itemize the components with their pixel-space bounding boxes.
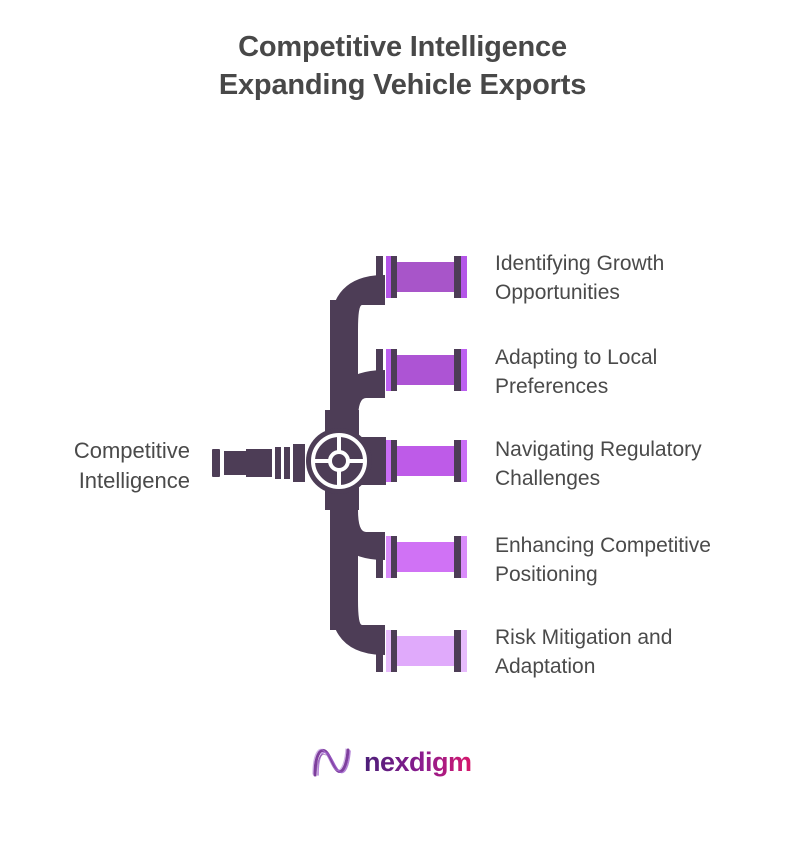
- inlet-flange-a: [275, 447, 281, 479]
- branch-label-4-line-1: Enhancing Competitive: [495, 534, 711, 557]
- branch-4-body: [397, 542, 454, 572]
- branch-2-flange-dark-a: [376, 349, 383, 391]
- branch-label-1-line-1: Identifying Growth: [495, 252, 665, 275]
- inlet-flange-b: [284, 447, 290, 479]
- branch-3-flange-dark-c: [454, 440, 461, 482]
- source-label-line-2: Intelligence: [78, 468, 190, 493]
- branch-label-2-line-1: Adapting to Local: [495, 346, 658, 369]
- source-label: Competitive Intelligence: [10, 436, 190, 496]
- branch-1-body: [397, 262, 454, 292]
- branch-1-flange-dark-a: [376, 256, 383, 298]
- branch-label-2: Adapting to Local Preferences: [495, 343, 795, 401]
- branch-4-flange-dark-c: [454, 536, 461, 578]
- branch-3-body: [397, 446, 454, 476]
- nexdigm-n-wave-mark-icon: [311, 748, 351, 777]
- branch-2-flange-light-b: [461, 349, 467, 391]
- branch-label-5: Risk Mitigation and Adaptation: [495, 623, 795, 681]
- branch-4-flange-light-a: [386, 536, 391, 578]
- inlet-end-cap: [212, 449, 220, 477]
- branch-label-2-line-2: Preferences: [495, 375, 609, 398]
- branch-5-flange-light-b: [461, 630, 467, 672]
- branch-1-flange-light-b: [461, 256, 467, 298]
- branch-label-3: Navigating Regulatory Challenges: [495, 435, 795, 493]
- branch-label-3-line-2: Challenges: [495, 467, 601, 490]
- branch-5-body: [397, 636, 454, 666]
- valve-outer-ring: [311, 433, 367, 489]
- nexdigm-wordmark: nexdigm: [364, 747, 472, 777]
- brand-logo: nexdigm: [0, 742, 805, 782]
- branch-pipe-2: [376, 349, 467, 391]
- branch-4-flange-dark-a: [376, 536, 383, 578]
- branch-label-4-line-2: Positioning: [495, 563, 598, 586]
- branch-3-flange-dark-a: [376, 440, 383, 482]
- page-title-line-1: Competitive Intelligence: [238, 31, 567, 63]
- nexdigm-wordmark-text: nexdigm: [364, 747, 472, 777]
- branch-4-flange-light-b: [461, 536, 467, 578]
- branch-pipe-1: [376, 256, 467, 298]
- branch-3-flange-dark-b: [391, 440, 397, 482]
- branch-5-flange-dark-b: [391, 630, 397, 672]
- valve-hub: [328, 450, 350, 472]
- branch-5-flange-light-a: [386, 630, 391, 672]
- inlet-pipe-body-2: [246, 449, 272, 477]
- branch-label-4: Enhancing Competitive Positioning: [495, 531, 795, 589]
- branch-5-flange-dark-c: [454, 630, 461, 672]
- branch-2-flange-dark-c: [454, 349, 461, 391]
- page-title-line-2: Expanding Vehicle Exports: [218, 69, 587, 101]
- branch-1-flange-dark-c: [454, 256, 461, 298]
- branch-label-3-line-1: Navigating Regulatory: [495, 438, 702, 461]
- branch-label-1: Identifying Growth Opportunities: [495, 249, 795, 307]
- source-inlet-pipe: [212, 444, 305, 482]
- branch-5-flange-dark-a: [376, 630, 383, 672]
- branch-2-flange-light-a: [386, 349, 391, 391]
- branch-2-body: [397, 355, 454, 385]
- branch-label-5-line-2: Adaptation: [495, 655, 596, 678]
- branch-1-flange-dark-b: [391, 256, 397, 298]
- branch-1-flange-light-a: [386, 256, 391, 298]
- page-title: Competitive Intelligence Expanding Vehic…: [0, 28, 805, 104]
- branch-3-flange-light-a: [386, 440, 391, 482]
- branch-pipe-5: [376, 630, 467, 672]
- source-label-line-1: Competitive: [73, 438, 190, 463]
- branch-label-5-line-1: Risk Mitigation and: [495, 626, 673, 649]
- branch-4-flange-dark-b: [391, 536, 397, 578]
- branch-pipe-4: [376, 536, 467, 578]
- branch-pipe-3: [376, 440, 467, 482]
- branch-2-flange-dark-b: [391, 349, 397, 391]
- branch-label-1-line-2: Opportunities: [495, 281, 620, 304]
- handwheel-valve-icon: [306, 428, 372, 494]
- inlet-flange-c: [293, 444, 305, 482]
- branch-3-flange-light-b: [461, 440, 467, 482]
